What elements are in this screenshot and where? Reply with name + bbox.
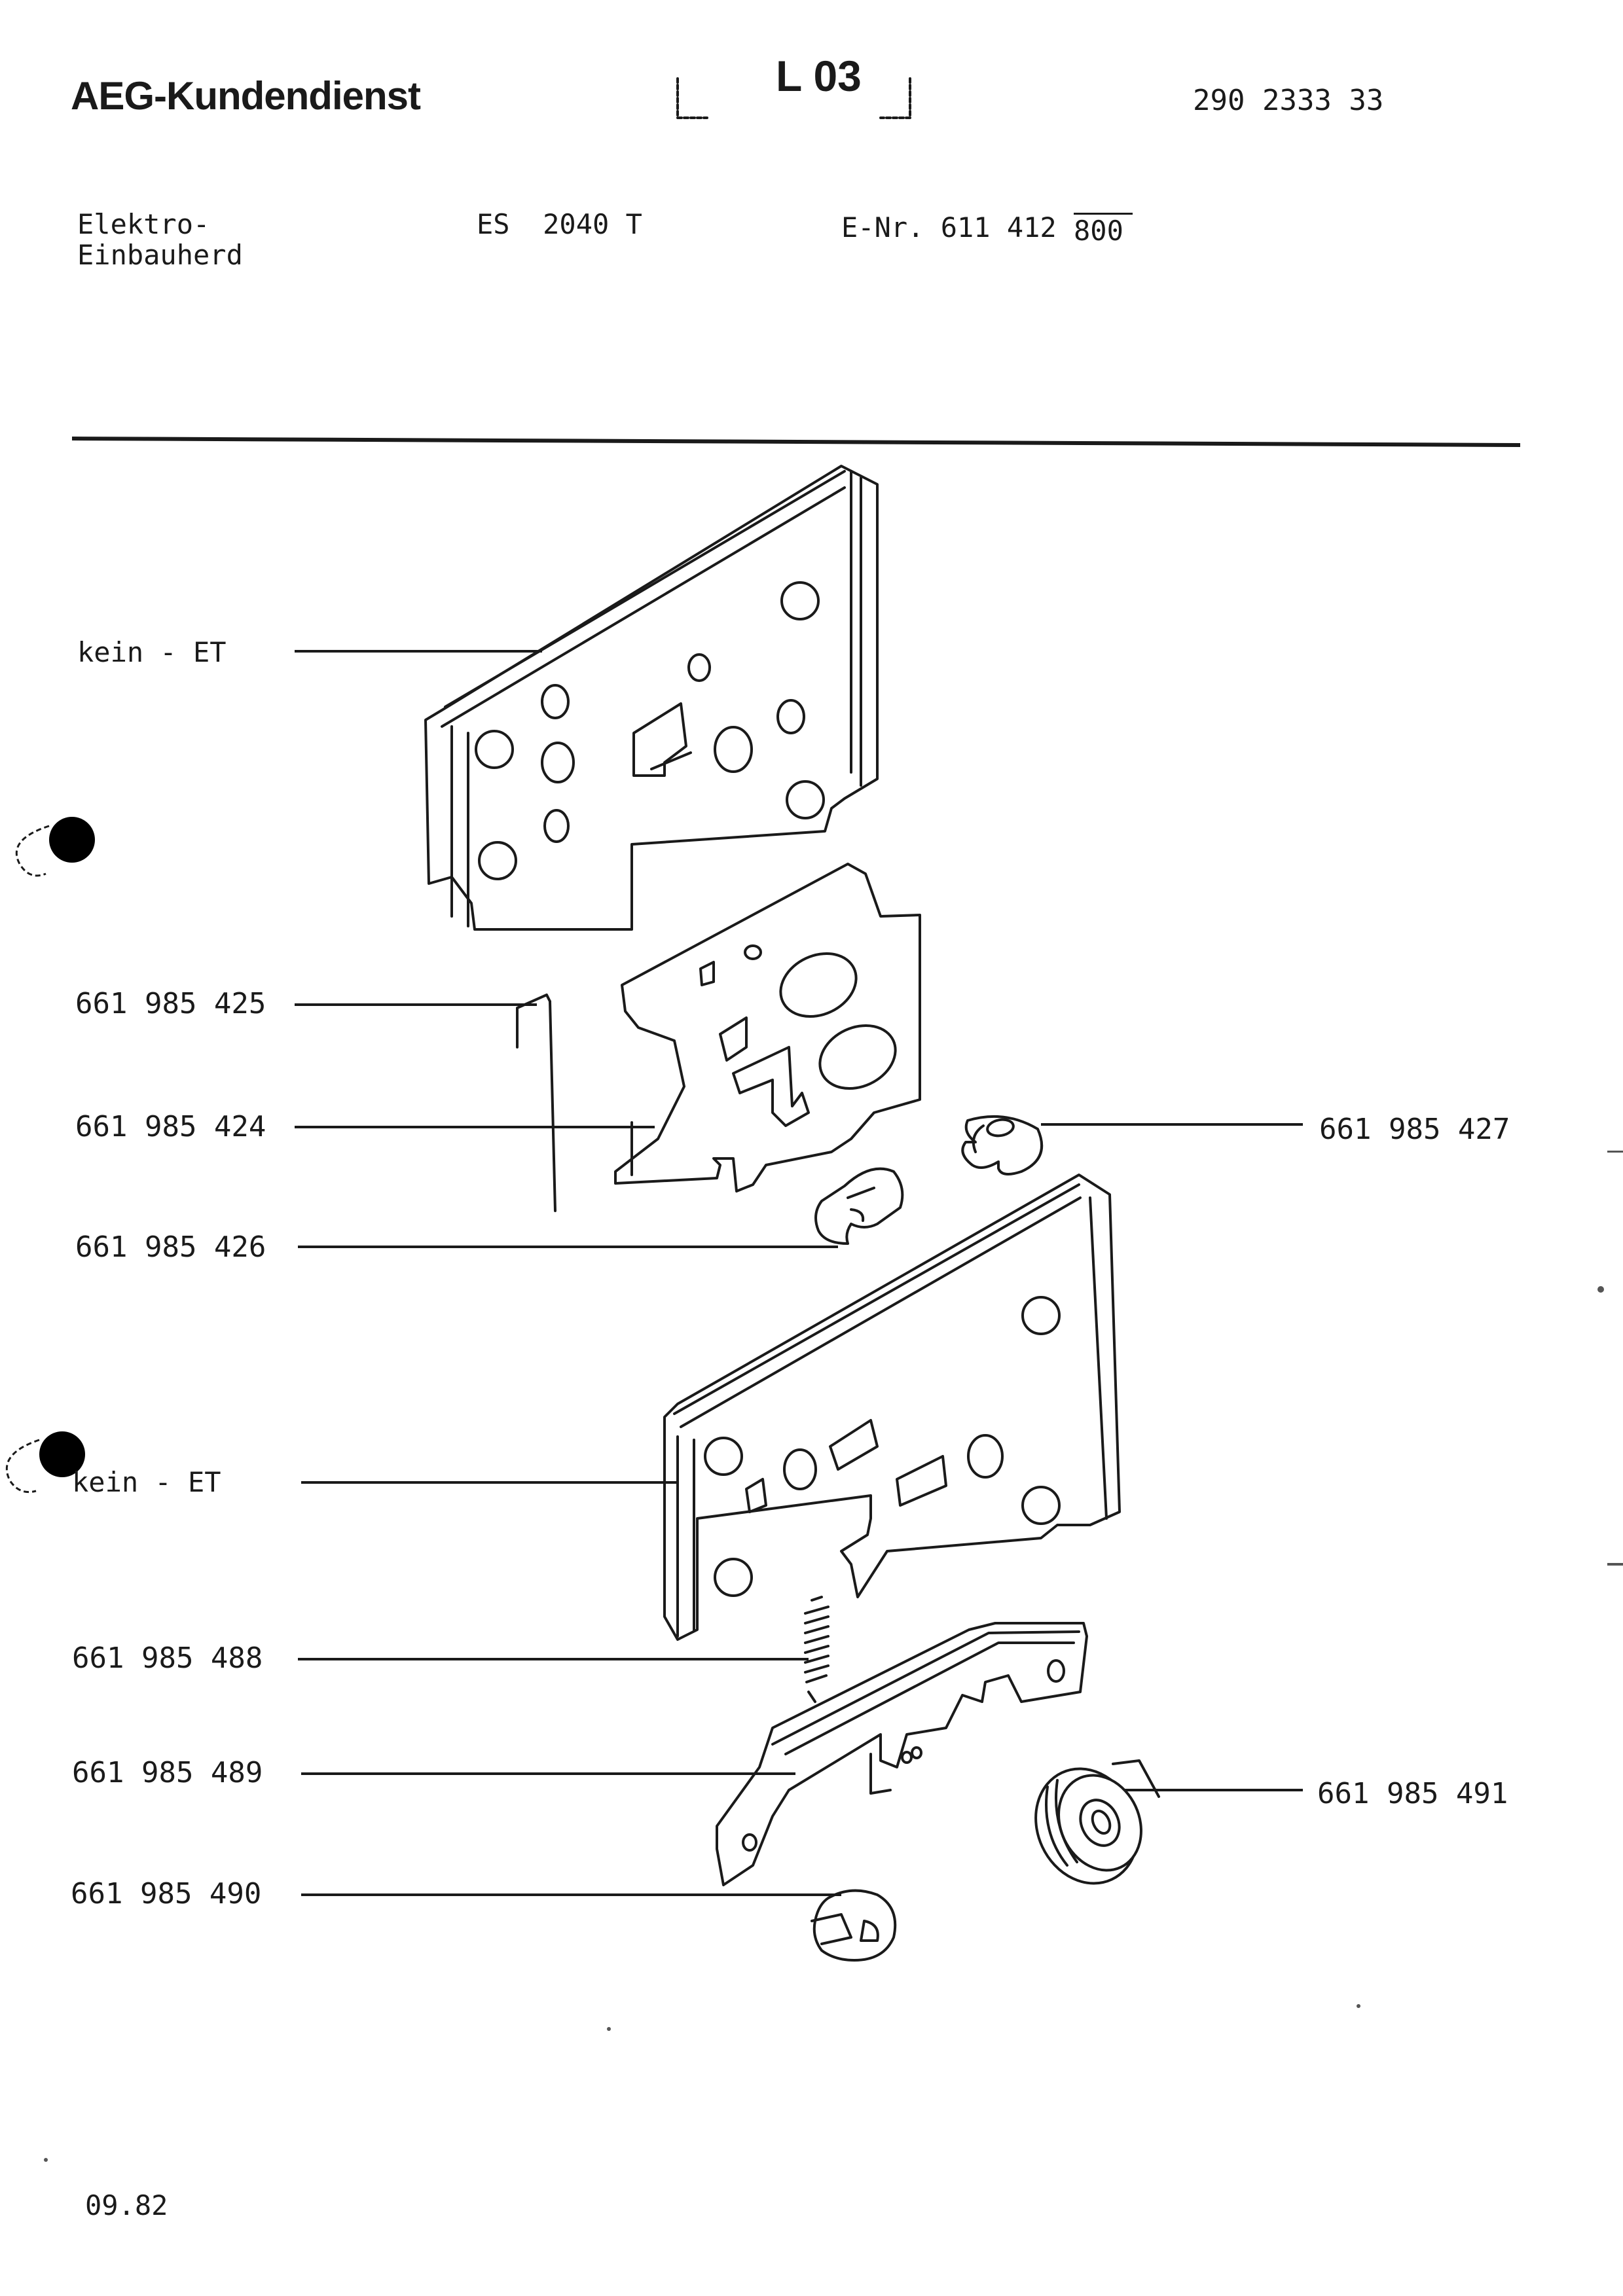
wire-spring (516, 994, 556, 1212)
binder-hole-bottom (5, 1431, 85, 1494)
part-label-425: 661 985 425 (75, 987, 266, 1020)
coil-spring (804, 1596, 830, 1703)
cam-disc-427 (961, 1115, 1044, 1175)
upper-mounting-plate (424, 465, 879, 931)
part-label-490: 661 985 490 (71, 1877, 262, 1910)
model-number: ES 2040 T (477, 208, 642, 240)
scan-specks (44, 1151, 1623, 2162)
rotary-knob-491 (1034, 1759, 1160, 1885)
page-code-frame (676, 77, 911, 119)
part-label-491: 661 985 491 (1317, 1777, 1508, 1810)
e-number: E-Nr. 611 412 (841, 211, 1057, 243)
brand-title: AEG-Kundendienst (71, 74, 421, 118)
lever-bracket (716, 1622, 1088, 1886)
part-label-lower-plate: kein - ET (72, 1466, 221, 1498)
small-knob-490 (811, 1889, 897, 1962)
page-code: L 03 (776, 52, 862, 100)
document-number: 290 2333 33 (1193, 84, 1384, 117)
binder-hole-top (15, 817, 95, 877)
product-type-line1: Elektro- (77, 208, 210, 240)
footer-date: 09.82 (85, 2189, 168, 2221)
e-number-suffix: 800 (1074, 213, 1133, 247)
slider-plate (614, 863, 921, 1193)
header-rule (71, 437, 1521, 447)
part-label-424: 661 985 424 (75, 1110, 266, 1143)
cam-disc-426 (814, 1167, 904, 1245)
part-label-488: 661 985 488 (72, 1641, 263, 1675)
part-label-426: 661 985 426 (75, 1230, 266, 1264)
part-label-427: 661 985 427 (1319, 1113, 1510, 1146)
part-label-upper-plate: kein - ET (77, 636, 227, 668)
part-label-489: 661 985 489 (72, 1756, 263, 1789)
product-type-line2: Einbauherd (77, 239, 243, 271)
lower-mounting-plate (663, 1174, 1121, 1641)
